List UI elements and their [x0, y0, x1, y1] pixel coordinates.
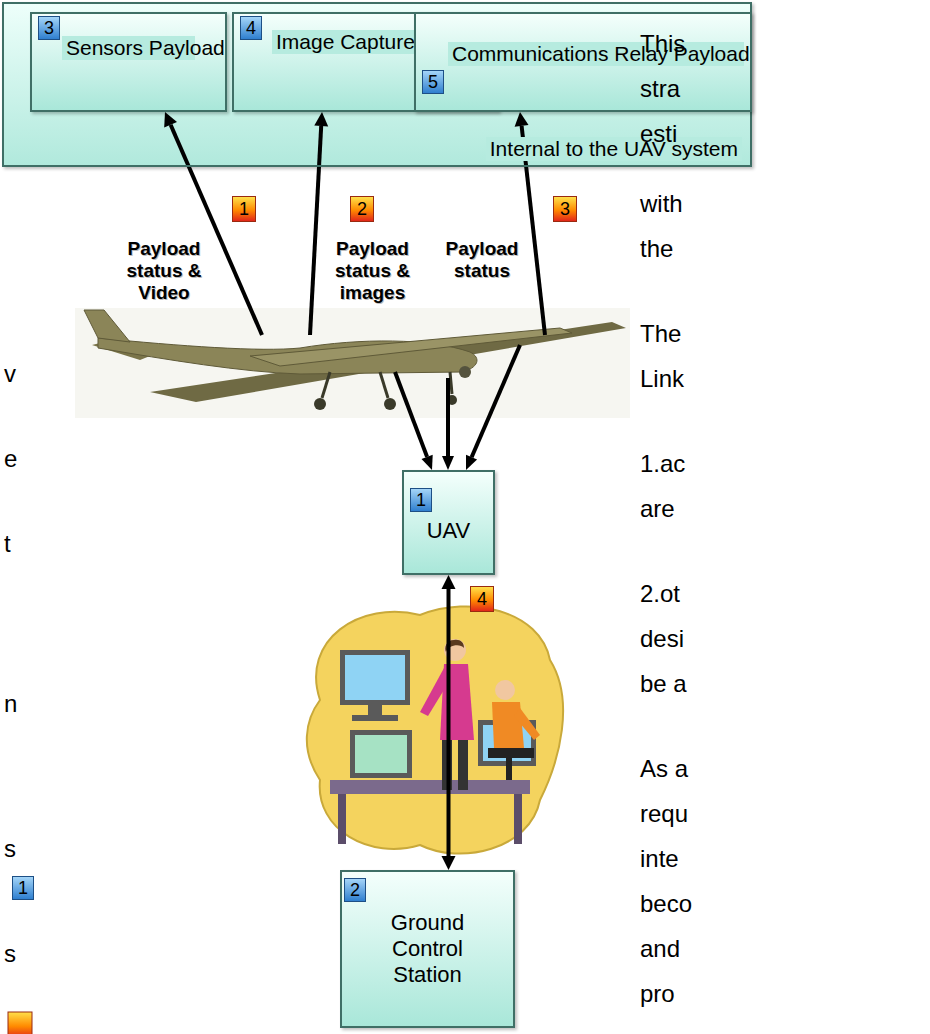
- callout-number: 1: [12, 876, 34, 900]
- text-fragment: pro: [640, 980, 675, 1008]
- box-label: Communications Relay Payload: [448, 42, 744, 66]
- callout-number: 2: [350, 196, 374, 222]
- connector-line: [447, 589, 451, 856]
- uav-box: UAV: [402, 470, 495, 575]
- arrow-label: Payload status: [440, 238, 524, 282]
- text-fragment: v: [4, 360, 16, 388]
- downlink-arrows: [395, 345, 520, 470]
- text-fragment: esti: [640, 120, 677, 148]
- text-fragment: beco: [640, 890, 692, 918]
- callout-marker: [8, 1012, 32, 1034]
- callout-number: 3: [38, 16, 60, 40]
- text-fragment: The: [640, 320, 681, 348]
- group-fill: [2, 2, 752, 167]
- box-label: UAV: [408, 518, 489, 544]
- callout-number: 2: [344, 878, 366, 902]
- text-fragment: e: [4, 445, 17, 473]
- text-fragment: s: [4, 940, 16, 968]
- box-label: Ground Control Station: [372, 910, 483, 988]
- text-fragment: 1.ac: [640, 450, 685, 478]
- text-fragment: n: [4, 690, 17, 718]
- callout-number: 4: [240, 16, 262, 40]
- station-box: Ground Control Station: [340, 870, 515, 1028]
- box-label: Sensors Payload: [62, 36, 195, 60]
- text-fragment: stra: [640, 75, 680, 103]
- text-fragment: requ: [640, 800, 688, 828]
- text-fragment: t: [4, 530, 11, 558]
- arrow-head: [442, 575, 456, 589]
- callout-number: 1: [410, 488, 432, 512]
- text-fragment: Link: [640, 365, 684, 393]
- text-fragment: the: [640, 235, 673, 263]
- connector-arrow: [442, 575, 456, 870]
- callout-number: 3: [553, 196, 577, 222]
- text-fragment: 2.ot: [640, 580, 680, 608]
- text-fragment: inte: [640, 845, 679, 873]
- text-fragment: be a: [640, 670, 687, 698]
- callout-number: 1: [232, 196, 256, 222]
- text-fragment: desi: [640, 625, 684, 653]
- text-fragment: s: [4, 835, 16, 863]
- system-boundary: Internal to the UAV system Sensors Payloa…: [2, 2, 752, 167]
- arrow-head: [442, 856, 456, 870]
- ground-station-clipart: [307, 606, 563, 853]
- group-heading: Internal to the UAV system: [486, 137, 742, 161]
- arrow-label: Payload status & Video: [118, 238, 210, 304]
- text-fragment: As a: [640, 755, 688, 783]
- callout-number: 5: [422, 70, 444, 94]
- payload-box: Communications Relay Payload: [414, 12, 752, 112]
- callout-number: 4: [470, 586, 494, 612]
- text-fragment: with: [640, 190, 683, 218]
- text-fragment: are: [640, 495, 675, 523]
- text-fragment: and: [640, 935, 680, 963]
- text-fragment: This: [640, 30, 685, 58]
- arrow-label: Payload status & images: [325, 238, 420, 304]
- uav-airplane: [75, 308, 630, 418]
